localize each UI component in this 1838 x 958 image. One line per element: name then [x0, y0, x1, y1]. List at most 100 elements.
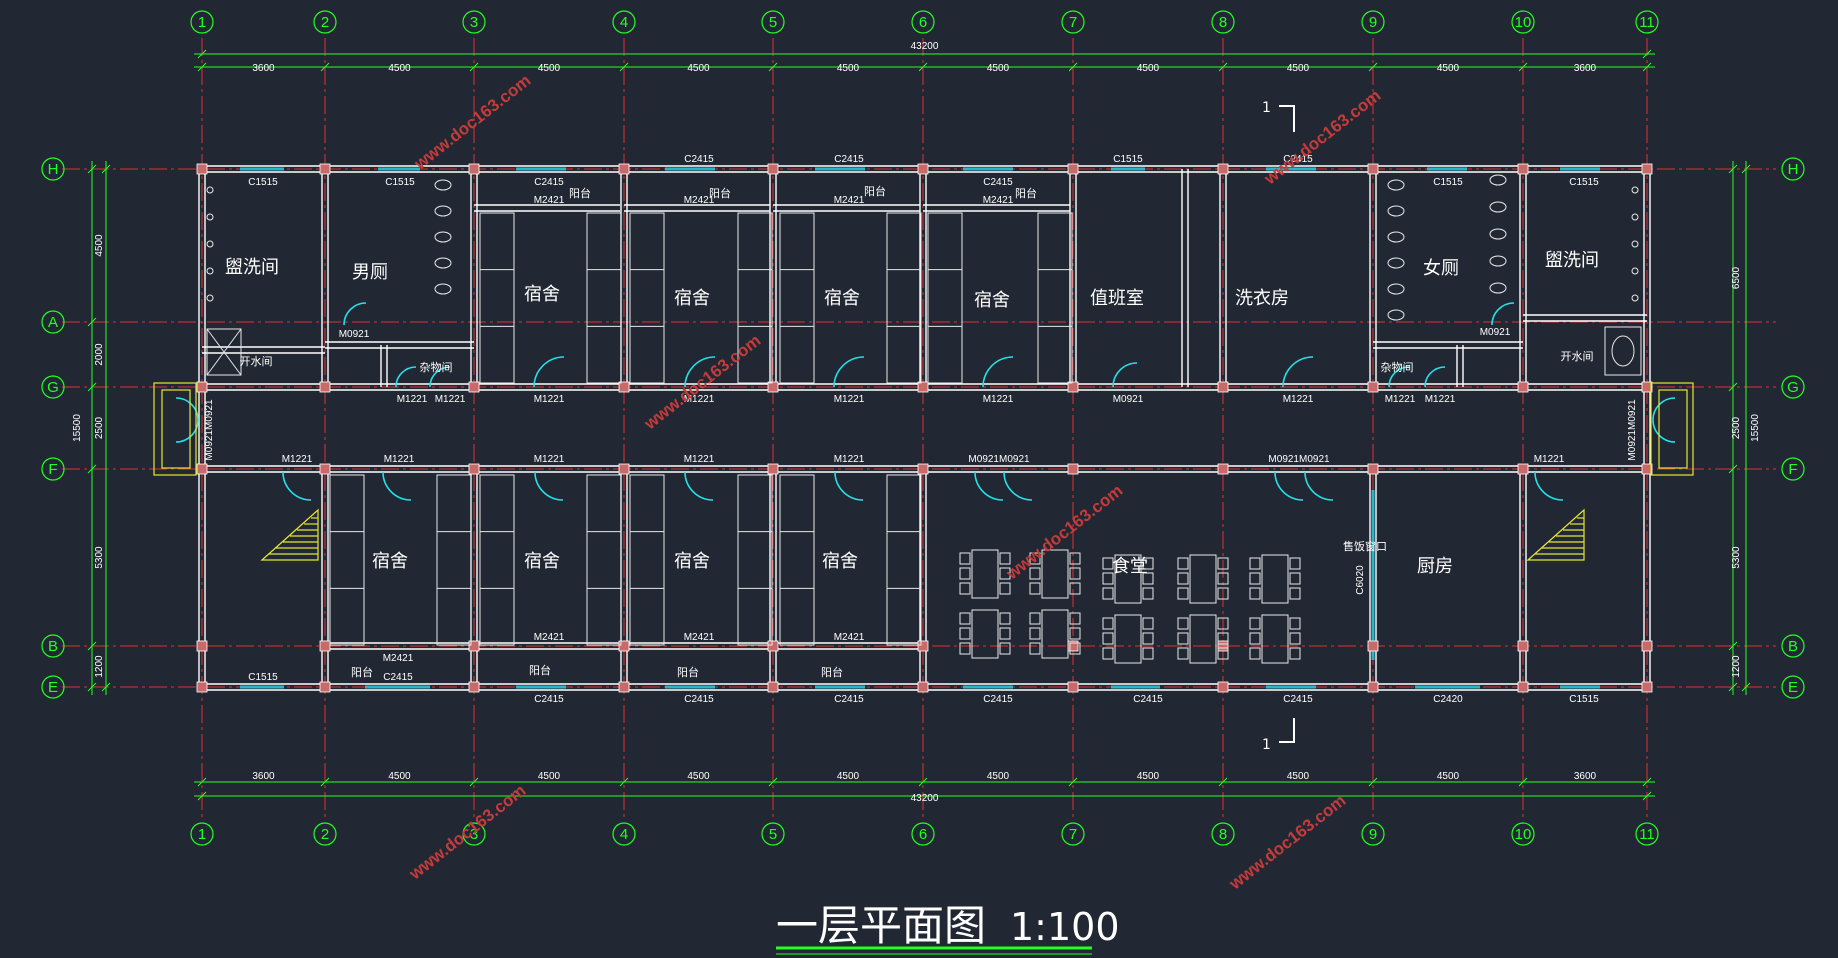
chair: [959, 612, 971, 625]
toilet-fixture: [434, 283, 452, 295]
column: [917, 463, 929, 475]
toilet-fixture: [1489, 201, 1507, 213]
dimension-total-top: 43200: [911, 41, 939, 52]
column: [1517, 640, 1529, 652]
dimension-depth-left: 15500: [72, 414, 83, 442]
room-label-dorm: 宿舍: [824, 288, 860, 309]
water-heater: [1604, 326, 1642, 376]
section-marker-top: [1279, 105, 1295, 132]
door-tag: M1221: [684, 454, 715, 465]
dimension-tick: [87, 641, 97, 651]
label-balcony: 阳台: [821, 665, 843, 679]
columns: [196, 163, 1653, 693]
chair: [1177, 617, 1189, 630]
dimension-labels: 4320043200360036004500450045004500450045…: [72, 41, 1761, 804]
toilet-fixture: [1387, 231, 1405, 243]
dimension-tick: [469, 777, 479, 787]
axis-bubble-left: [41, 157, 65, 181]
chair: [1249, 617, 1261, 630]
window-tag: C2415: [1283, 694, 1313, 705]
room-label-cleaning-room: 杂物间: [420, 360, 453, 374]
dimension-tick: [87, 682, 97, 692]
bed: [779, 212, 815, 384]
door-swing: [382, 471, 412, 501]
windows: [240, 167, 1600, 689]
dimension-span-bottom: 4500: [837, 771, 860, 782]
axis-bubble-bottom-label: 4: [620, 826, 628, 843]
dimension-tick: [1518, 62, 1528, 72]
toilet-fixture: [1489, 282, 1507, 294]
chair: [1029, 627, 1041, 640]
label-balcony: 阳台: [351, 665, 373, 679]
door-tag: M0921M0921: [1627, 399, 1638, 461]
chair: [1102, 647, 1114, 660]
sink-fixture: [206, 186, 214, 194]
chair: [1102, 587, 1114, 600]
dimension-tick: [1218, 777, 1228, 787]
dimension-tick: [320, 62, 330, 72]
door-swing: [1003, 471, 1033, 501]
doors: [175, 302, 1676, 501]
door-tag: M2421: [684, 195, 715, 206]
column: [618, 381, 630, 393]
chair: [1029, 552, 1041, 565]
dimension-span-top: 4500: [1137, 63, 1160, 74]
column: [1367, 640, 1379, 652]
door-tag: M1221: [684, 394, 715, 405]
chair: [1249, 647, 1261, 660]
dimension-tick: [1368, 777, 1378, 787]
room-label-mens-toilet: 男厕: [352, 262, 388, 283]
dimension-tick: [87, 464, 97, 474]
dimension-row-left: 2000: [94, 343, 105, 366]
dimension-tick: [1518, 777, 1528, 787]
axis-bubble-right-label: E: [1788, 679, 1798, 696]
door-tag: M0921M0921: [968, 454, 1030, 465]
stairs: [153, 382, 1694, 561]
axis-bubble-bottom-label: 6: [919, 826, 927, 843]
column: [196, 681, 208, 693]
axis-bubble-bottom: [1061, 822, 1085, 846]
room-label-dorm: 宿舍: [524, 284, 560, 305]
dimension-depth-right: 15500: [1750, 414, 1761, 442]
dimension-tick: [320, 777, 330, 787]
chair: [1142, 647, 1154, 660]
column: [618, 163, 630, 175]
window-tag: C1515: [385, 177, 415, 188]
bed: [479, 474, 515, 646]
door-swing: [684, 471, 714, 501]
axis-bubble-right: [1781, 157, 1805, 181]
chair: [1102, 557, 1114, 570]
label-balcony: 阳台: [1015, 186, 1037, 200]
dimension-span-bottom: 4500: [538, 771, 561, 782]
axis-bubble-top: [1635, 10, 1659, 34]
door-swing: [684, 356, 716, 388]
axis-bubble-right: [1781, 375, 1805, 399]
dimension-span-top: 4500: [388, 63, 411, 74]
column: [468, 640, 480, 652]
column: [319, 681, 331, 693]
axis-bubble-left: [41, 634, 65, 658]
dining-table: [971, 549, 999, 599]
dimension-tick: [918, 777, 928, 787]
window-tag: C1515: [248, 177, 278, 188]
dimension-tick: [1642, 62, 1652, 72]
window-tag: C6020: [1355, 565, 1366, 595]
column: [618, 681, 630, 693]
axis-bubble-bottom: [1511, 822, 1535, 846]
chair: [1249, 557, 1261, 570]
dimension-tick: [197, 777, 207, 787]
door-tag: M0921: [1480, 327, 1511, 338]
dimension-tick: [619, 777, 629, 787]
door-swing: [1304, 471, 1334, 501]
door-swing: [1274, 471, 1304, 501]
column: [767, 640, 779, 652]
door-tag: M1221: [1283, 394, 1314, 405]
chair: [1142, 557, 1154, 570]
room-labels: 盥洗间 男厕 宿舍 宿舍 宿舍 宿舍 值班室 洗衣房 女厕 盥洗间 开水间 开水…: [225, 184, 1599, 679]
dining-table: [1189, 614, 1217, 664]
axis-bubble-top: [462, 10, 486, 34]
door-swing: [982, 356, 1014, 388]
chair: [1069, 552, 1081, 565]
bed: [329, 474, 365, 646]
room-label-dorm: 宿舍: [974, 290, 1010, 311]
